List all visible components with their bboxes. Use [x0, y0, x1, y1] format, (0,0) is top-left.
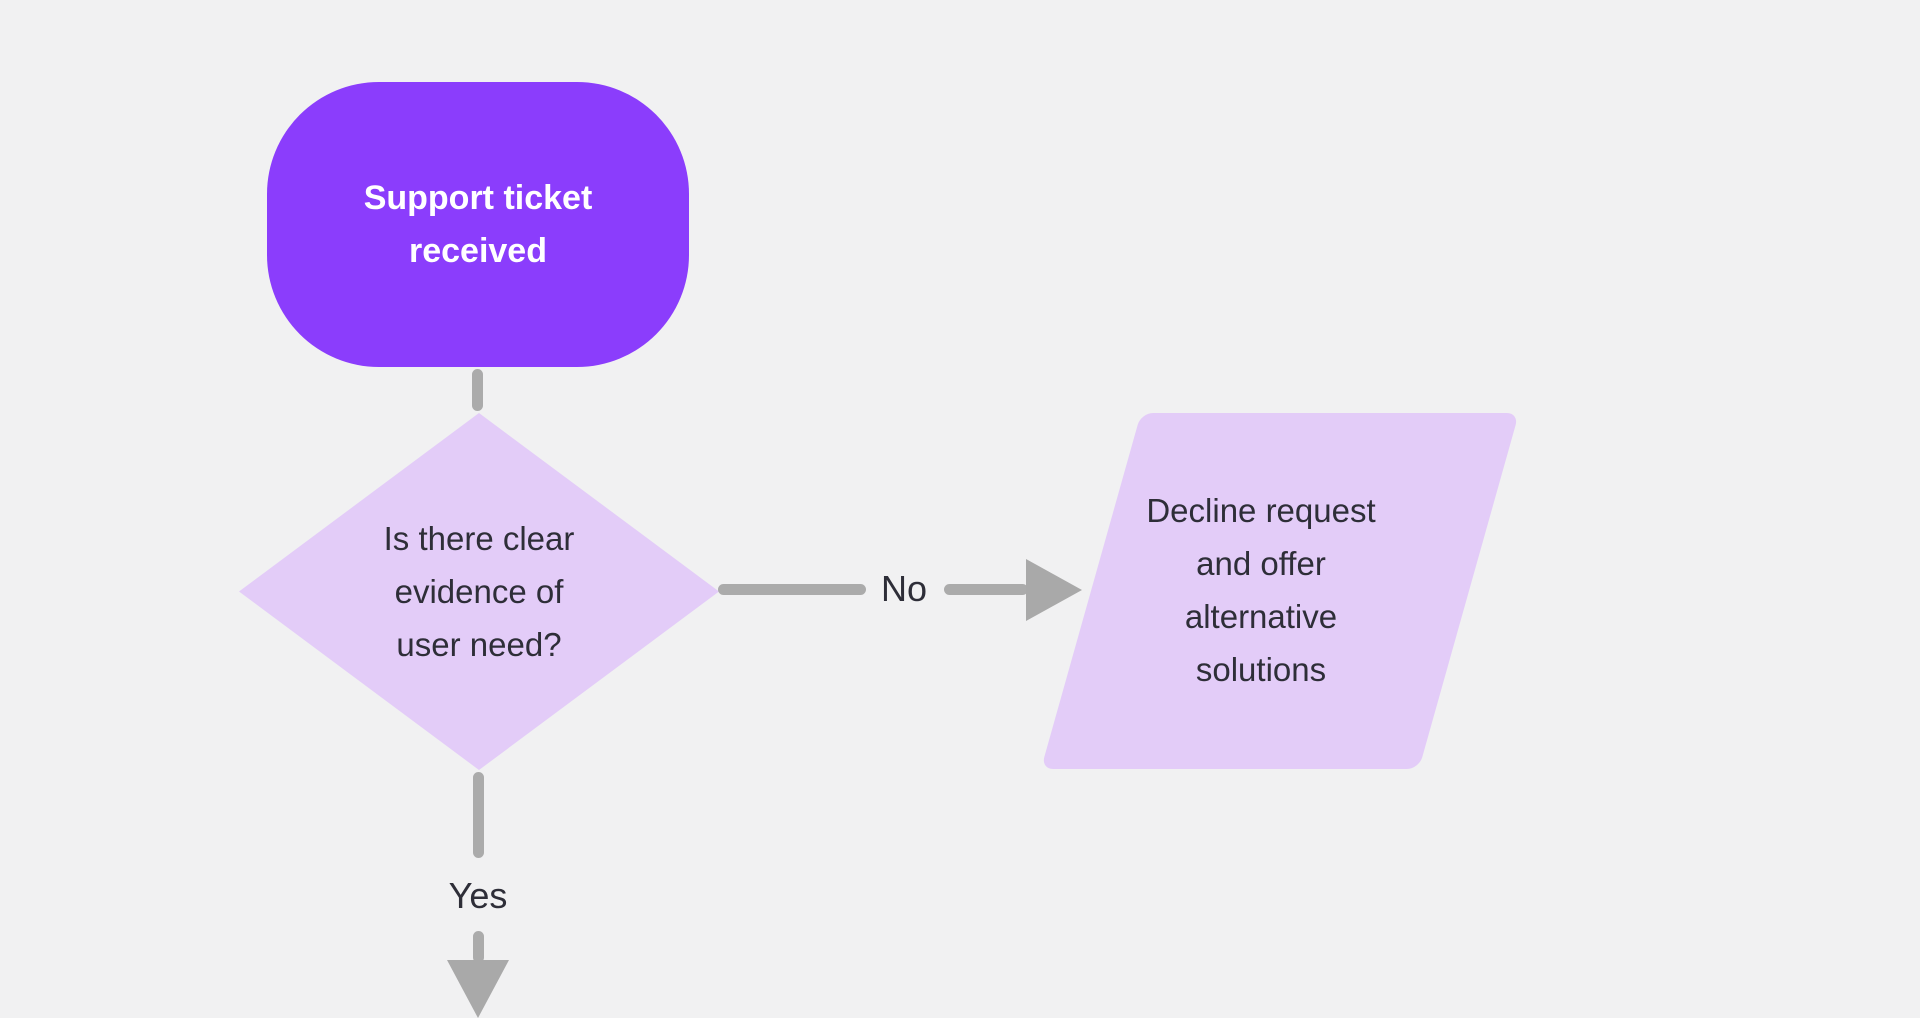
edge-no-line-segment-right [944, 584, 1028, 595]
edge-start-to-decision [472, 369, 483, 411]
arrowhead-down-icon [447, 960, 509, 1018]
arrowhead-right-icon [1026, 559, 1082, 621]
edge-label-yes[interactable]: Yes [448, 875, 508, 916]
edge-no-line-segment-left [718, 584, 866, 595]
edge-label-no[interactable]: No [880, 568, 928, 609]
start-node[interactable]: Support ticket received [267, 82, 689, 367]
start-node-label: Support ticket received [363, 178, 593, 270]
edge-yes-line-segment-top [473, 772, 484, 858]
edge-yes-line-segment-bottom [473, 931, 484, 963]
decline-output-node-label: Decline request and offer alternative so… [1146, 492, 1376, 688]
decision-node-label: Is there clear evidence of user need? [383, 520, 575, 663]
decision-node[interactable]: Is there clear evidence of user need? [239, 413, 719, 770]
